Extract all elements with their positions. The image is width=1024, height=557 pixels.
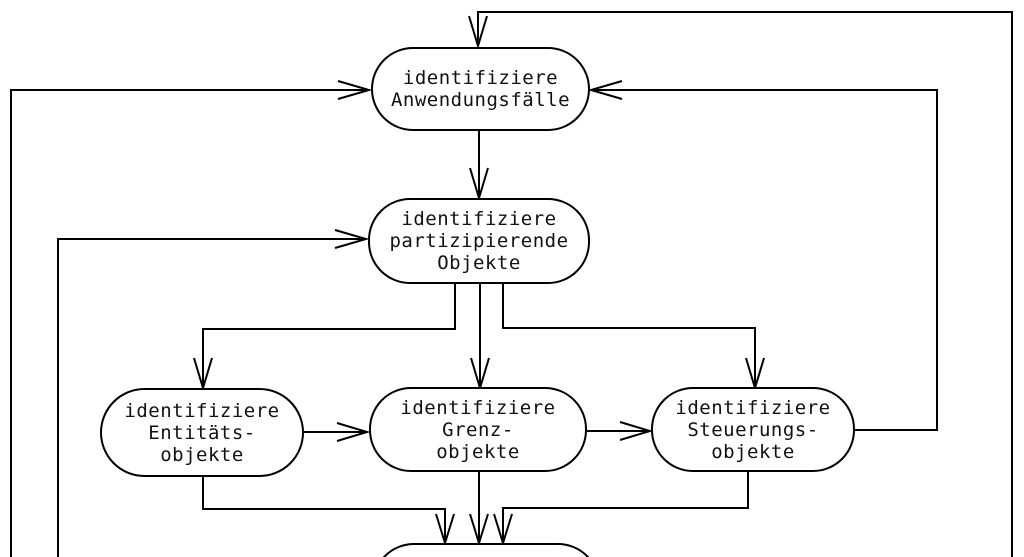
node-label-line: Objekte xyxy=(437,252,521,274)
edge-feedback-left-to-partizipierende xyxy=(57,238,365,557)
arrowhead-feedback-left-inner xyxy=(334,229,370,249)
node-label-line: objekte xyxy=(160,443,244,466)
arrowhead-entitaets-to-grenz xyxy=(336,422,371,442)
node-identifiziere-partizipierende-objekte: identifiziere partizipierende Objekte xyxy=(368,198,590,284)
arrowhead-grenz-to-steuerungs xyxy=(619,421,654,441)
edge-feedback-left-to-anwendungsfaelle xyxy=(10,89,368,557)
arrowhead-steuerungs-to-anwendungsfaelle xyxy=(587,80,623,100)
edge-feedback-top-to-anwendungsfaelle xyxy=(477,11,1013,557)
edge-steuerungs-to-anwendungsfaelle xyxy=(592,89,938,431)
node-label-line: identifiziere xyxy=(402,67,559,89)
node-label-line: identifiziere xyxy=(401,208,557,230)
node-identifiziere-grenzobjekte: identifiziere Grenz- objekte xyxy=(369,387,587,472)
node-label-line: identifiziere xyxy=(675,396,831,419)
node-label-line: Entitäts- xyxy=(148,421,256,444)
arrowhead-feedback-left xyxy=(337,80,373,100)
node-label-line: identifiziere xyxy=(400,396,556,419)
node-label-line: Anwendungsfälle xyxy=(390,89,571,111)
node-identifiziere-entitaetsobjekte: identifiziere Entitäts- objekte xyxy=(100,388,304,477)
arrowhead-feedback-top xyxy=(468,15,488,50)
edge-steuerungs-to-bottom xyxy=(502,472,749,541)
edge-partizipierende-to-entitaets xyxy=(202,284,456,385)
edge-partizipierende-to-steuerungs xyxy=(502,284,756,385)
node-label-line: identifiziere xyxy=(124,399,280,422)
node-label-line: objekte xyxy=(436,440,520,463)
node-label-line: partizipierende xyxy=(389,230,569,252)
edge-entitaets-to-bottom xyxy=(202,477,446,541)
node-bottom-partially-visible xyxy=(372,543,600,557)
node-identifiziere-anwendungsfaelle: identifiziere Anwendungsfälle xyxy=(371,47,590,131)
node-label-line: objekte xyxy=(711,440,795,463)
node-label-line: Steuerungs- xyxy=(687,418,819,441)
node-label-line: Grenz- xyxy=(442,418,514,441)
node-identifiziere-steuerungsobjekte: identifiziere Steuerungs- objekte xyxy=(651,387,855,472)
